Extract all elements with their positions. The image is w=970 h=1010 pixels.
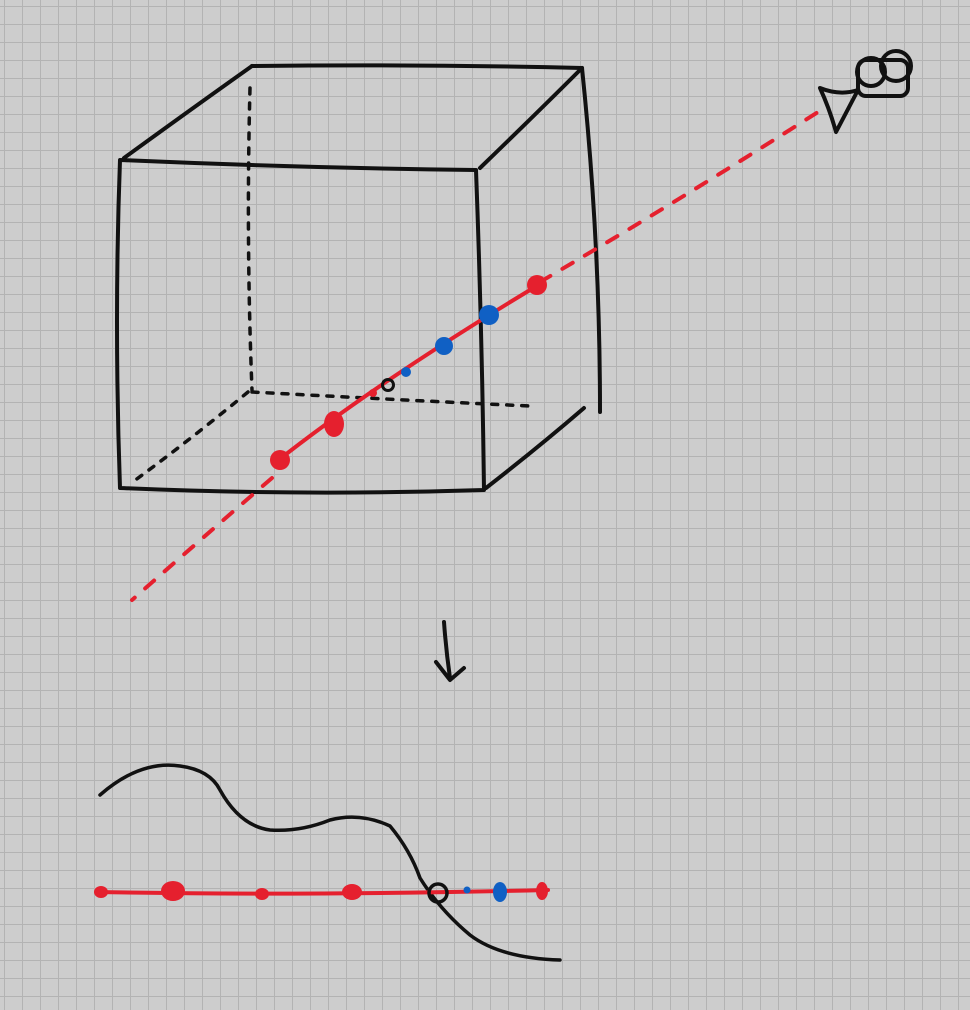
cube-hidden-bottom-left-edge xyxy=(128,390,250,486)
sample-point-blue xyxy=(401,367,411,377)
cube-back-top-edge xyxy=(250,63,584,70)
sample-point-red xyxy=(527,275,547,295)
cube-hidden-back-bottom-edge xyxy=(250,390,532,408)
sample-point-red xyxy=(255,888,269,900)
ray-solid-inside xyxy=(274,282,542,464)
sample-point-blue xyxy=(435,337,453,355)
arrow-down-icon xyxy=(434,620,466,682)
ray-dashed-outside-lower xyxy=(130,476,274,602)
density-curve xyxy=(98,763,562,962)
sample-point-red xyxy=(342,884,362,900)
ray-1d xyxy=(94,881,550,902)
cube-hidden-edges xyxy=(128,86,532,486)
sample-point-blue xyxy=(493,882,507,902)
surface-crossing-marker xyxy=(381,378,395,392)
sample-point-red xyxy=(369,389,377,397)
cube-edge-top-right xyxy=(478,66,584,170)
camera-ray xyxy=(130,110,820,602)
cube-back-right-edge xyxy=(580,66,602,414)
sample-point-blue xyxy=(463,886,471,894)
cube-hidden-back-left-edge xyxy=(246,86,254,392)
camera-icon xyxy=(818,49,913,134)
sample-point-red xyxy=(536,882,548,900)
sample-point-blue xyxy=(479,305,499,325)
surface-crossing-marker xyxy=(427,882,449,904)
cube-front-face xyxy=(115,158,486,495)
sample-point-red xyxy=(270,450,290,470)
sample-point-red xyxy=(324,411,344,437)
sample-point-red xyxy=(161,881,185,901)
ray-samples-3d xyxy=(270,275,547,470)
cube-edge-top-left xyxy=(122,64,254,160)
cube-edge-bottom-right xyxy=(484,406,586,490)
volume-cube xyxy=(115,63,602,495)
ray-1d-line xyxy=(94,888,550,896)
ray-dashed-outside-upper xyxy=(538,110,820,284)
sample-point-red xyxy=(94,886,108,898)
